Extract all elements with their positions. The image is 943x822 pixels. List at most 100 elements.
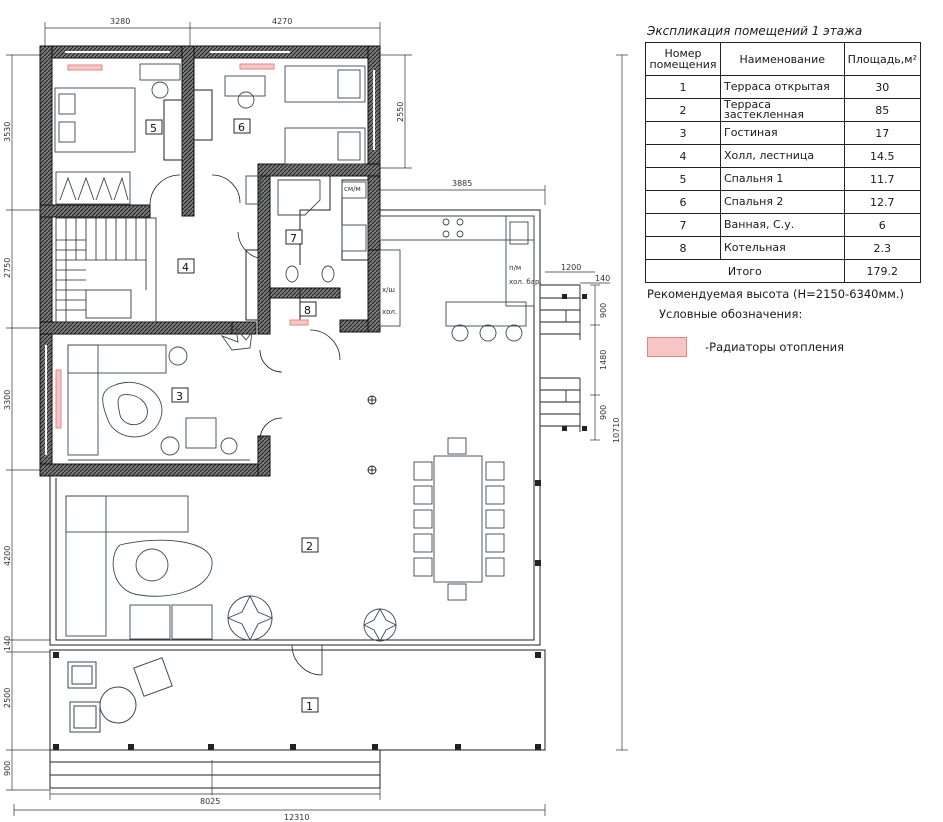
row-area: 17 [843, 121, 922, 145]
terrace-plants [226, 594, 398, 642]
dim-stair-width: 1200 [561, 263, 581, 272]
interior-doors [149, 174, 341, 441]
row-area: 11.7 [843, 167, 922, 191]
total-area: 179.2 [843, 259, 922, 283]
floor-plan: 3280 4270 2550 3885 1200 140 900 1480 90… [3, 17, 628, 822]
dim-bottom-12310: 12310 [284, 813, 309, 822]
row-number: 7 [645, 213, 721, 237]
dim-left-2750: 2750 [3, 258, 12, 278]
room-tag-1: 1 [306, 700, 313, 713]
dim-top-left: 3280 [110, 17, 130, 26]
dim-stair-900b: 900 [599, 405, 608, 420]
living-room-3-furniture [67, 344, 250, 461]
dim-right-upper: 2550 [396, 102, 405, 122]
row-name: Котельная [720, 236, 845, 260]
bedroom-5-furniture [54, 63, 181, 205]
row-name: Ванная, С.у. [720, 213, 845, 237]
dim-stair-step: 140 [595, 274, 610, 283]
room-tag-4: 4 [182, 261, 189, 274]
header-name: Наименование [720, 42, 845, 76]
row-number: 8 [645, 236, 721, 260]
terrace-open [49, 649, 546, 789]
row-number: 4 [645, 144, 721, 168]
pantry-label: хол. [382, 308, 397, 316]
room-tag-3: 3 [176, 390, 183, 403]
room-tags [145, 118, 319, 713]
row-name: Гостиная [720, 121, 845, 145]
table-row: 4 Холл, лестница 14.5 [645, 144, 922, 168]
row-area: 6 [843, 213, 922, 237]
room-tag-6: 6 [238, 121, 245, 134]
staircase [55, 217, 157, 323]
stair-posts [562, 294, 587, 431]
dim-mid-width: 3885 [452, 179, 472, 188]
ceiling-lamps [367, 395, 377, 475]
dim-bottom-8025: 8025 [200, 797, 220, 806]
terrace-door [291, 644, 323, 676]
row-number: 2 [645, 98, 721, 122]
fixture-labels: см/м х/ш хол. п/м хол. бар. [344, 185, 542, 316]
row-name: Спальня 1 [720, 167, 845, 191]
table-total-row: Итого 179.2 [645, 259, 922, 283]
radiator-legend: -Радиаторы отопления [647, 337, 935, 357]
dimension-texts: 3280 4270 2550 3885 1200 140 900 1480 90… [3, 17, 621, 822]
dim-left-3300: 3300 [3, 390, 12, 410]
table-row: 1 Терраса открытая 30 [645, 75, 922, 99]
room-tag-8: 8 [304, 304, 311, 317]
dim-left-140: 140 [3, 636, 12, 651]
legend-title: Условные обозначения: [659, 307, 803, 321]
bathroom-7 [245, 175, 367, 283]
table-row: 8 Котельная 2.3 [645, 236, 922, 260]
radiator-swatch [647, 337, 687, 357]
table-row: 2 Терраса застекленная 85 [645, 98, 922, 122]
total-label: Итого [645, 259, 845, 283]
room-tag-5: 5 [150, 122, 157, 135]
table-row: 6 Спальня 2 12.7 [645, 190, 922, 214]
radiator-label: -Радиаторы отопления [705, 340, 844, 354]
row-area: 85 [843, 98, 922, 122]
explication-title: Экспликация помещений 1 этажа [647, 24, 863, 38]
row-number: 6 [645, 190, 721, 214]
row-number: 1 [645, 75, 721, 99]
explication-panel: Экспликация помещений 1 этажа Номер поме… [645, 24, 935, 357]
dim-total-height: 10710 [612, 418, 621, 443]
row-area: 12.7 [843, 190, 922, 214]
row-number: 5 [645, 167, 721, 191]
table-row: 5 Спальня 1 11.7 [645, 167, 922, 191]
dim-stair-1480: 1480 [599, 350, 608, 370]
dim-left-4200: 4200 [3, 546, 12, 566]
dining-set [413, 437, 505, 601]
explication-table: Номер помещения Наименование Площадь,м² … [645, 42, 922, 283]
dim-left-3530: 3530 [3, 122, 12, 142]
wine-label: п/м [509, 264, 521, 272]
row-name: Терраса открытая [720, 75, 845, 99]
lounge-set [65, 495, 213, 640]
fridge-label: х/ш [382, 286, 395, 294]
terrace-furniture [67, 657, 173, 733]
row-area: 2.3 [843, 236, 922, 260]
room-tag-7: 7 [290, 232, 297, 245]
bedroom-6-furniture [224, 65, 366, 165]
header-area: Площадь,м² [843, 42, 922, 76]
row-name: Спальня 2 [720, 190, 845, 214]
glazed-terrace [49, 209, 541, 646]
dim-top-right: 4270 [272, 17, 292, 26]
kitchen-furniture [379, 215, 535, 342]
dim-left-900: 900 [3, 761, 12, 776]
row-area: 30 [843, 75, 922, 99]
table-row: 7 Ванная, С.у. 6 [645, 213, 922, 237]
living-plant [220, 326, 253, 351]
exterior-stairs [540, 284, 581, 432]
bar-label: хол. бар. [509, 278, 542, 286]
room-tag-2: 2 [306, 540, 313, 553]
window-marks [45, 51, 375, 455]
dim-left-2500: 2500 [3, 688, 12, 708]
boiler-label: см/м [344, 185, 361, 193]
row-number: 3 [645, 121, 721, 145]
house-walls [39, 45, 381, 477]
header-number: Номер помещения [645, 42, 721, 76]
table-row: 3 Гостиная 17 [645, 121, 922, 145]
recommended-height: Рекомендуемая высота (Н=2150-6340мм.) [647, 287, 904, 301]
dim-stair-900a: 900 [599, 303, 608, 318]
dimension-lines [6, 22, 628, 816]
